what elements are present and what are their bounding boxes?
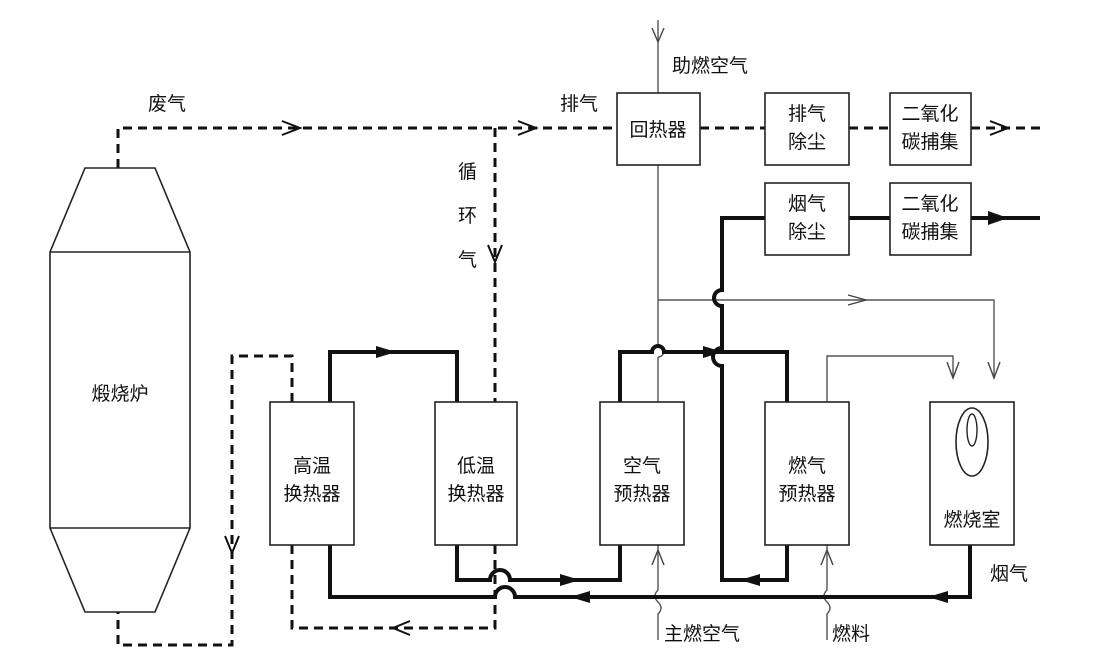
air-lines (654, 20, 995, 640)
high-temp-exchanger-label-2: 换热器 (283, 483, 340, 505)
flue-gas-label: 烟气 (990, 563, 1028, 585)
flue-dust-removal-label-1: 烟气 (788, 193, 826, 215)
exhaust-dust-removal-label-1: 排气 (788, 103, 826, 125)
combustion-chamber-label: 燃烧室 (943, 509, 1000, 531)
combustion-air-label: 助燃空气 (672, 55, 748, 77)
co2-capture-1-label-1: 二氧化 (901, 103, 958, 125)
exhaust-dust-removal: 排气 除尘 (764, 92, 850, 166)
low-temp-exchanger-label-1: 低温 (457, 455, 495, 477)
waste-gas-arrows (224, 120, 1011, 636)
gas-preheater-label-1: 燃气 (788, 455, 826, 477)
air-preheater-label-1: 空气 (623, 455, 661, 477)
air-preheater-label-2: 预热器 (613, 483, 670, 505)
air-arrows (651, 27, 1001, 566)
kiln-label: 煅烧炉 (91, 383, 148, 405)
high-temp-exchanger: 高温 换热器 (269, 401, 355, 546)
recycle-label-2: 环 (458, 205, 477, 227)
gas-preheater: 燃气 预热器 (764, 401, 850, 546)
co2-capture-2-label-1: 二氧化 (901, 193, 958, 215)
flow-labels: 废气 排气 助燃空气 循 环 气 主燃空气 燃料 烟气 (148, 55, 1028, 645)
co2-capture-2: 二氧化 碳捕集 (889, 182, 972, 256)
co2-capture-1: 二氧化 碳捕集 (889, 92, 972, 166)
recuperator: 回热器 (616, 92, 701, 166)
main-air-label: 主燃空气 (664, 623, 740, 645)
fuel-label: 燃料 (832, 623, 870, 645)
recycle-label-3: 气 (458, 249, 477, 271)
recuperator-label: 回热器 (629, 119, 686, 141)
gas-preheater-label-2: 预热器 (778, 483, 835, 505)
low-temp-exchanger: 低温 换热器 (434, 401, 518, 546)
flue-gas-arrows (376, 211, 1008, 603)
high-temp-exchanger-label-1: 高温 (293, 455, 331, 477)
flue-dust-removal-label-2: 除尘 (788, 221, 826, 243)
exhaust-dust-removal-label-2: 除尘 (788, 131, 826, 153)
exhaust-label: 排气 (560, 93, 598, 115)
flue-dust-removal: 烟气 除尘 (764, 182, 850, 256)
co2-capture-2-label-2: 碳捕集 (901, 221, 958, 243)
flame-inner-icon (966, 413, 978, 447)
co2-capture-1-label-2: 碳捕集 (901, 131, 958, 153)
flame-outer-icon (955, 407, 989, 477)
waste-gas-label: 废气 (148, 93, 186, 115)
low-temp-exchanger-label-2: 换热器 (447, 483, 504, 505)
combustion-chamber: 燃烧室 (929, 401, 1015, 546)
kiln: 煅烧炉 (49, 167, 191, 613)
air-preheater: 空气 预热器 (599, 401, 685, 546)
recycle-label-1: 循 (458, 161, 477, 183)
